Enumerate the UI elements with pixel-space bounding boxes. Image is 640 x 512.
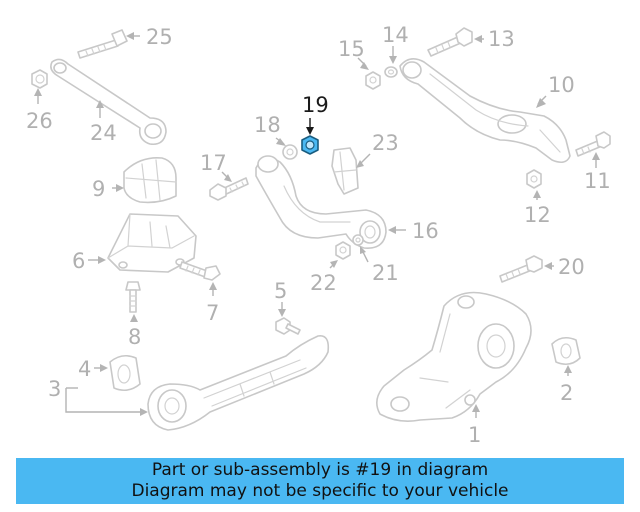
svg-text:25: 25 xyxy=(146,25,173,49)
part-4-bushing[interactable] xyxy=(109,354,141,392)
svg-text:24: 24 xyxy=(90,121,117,145)
callout-7: 7 xyxy=(206,282,219,325)
callout-4: 4 xyxy=(78,357,108,381)
svg-text:18: 18 xyxy=(254,113,281,137)
part-3-trailing-arm[interactable] xyxy=(147,335,330,431)
part-11-bolt[interactable] xyxy=(575,131,611,157)
svg-text:7: 7 xyxy=(206,301,219,325)
svg-text:20: 20 xyxy=(558,255,585,279)
notice-banner: Part or sub-assembly is #19 in diagram D… xyxy=(16,458,624,504)
part-14-washer[interactable] xyxy=(384,66,398,78)
part-23-bracket[interactable] xyxy=(331,147,359,195)
banner-line-disclaimer: Diagram may not be specific to your vehi… xyxy=(131,481,509,501)
svg-text:26: 26 xyxy=(26,109,53,133)
callout-16: 16 xyxy=(388,219,439,243)
part-10-control-arm[interactable] xyxy=(399,58,571,164)
part-7-bolt[interactable] xyxy=(179,261,221,281)
part-15-nut[interactable] xyxy=(365,71,381,90)
svg-text:16: 16 xyxy=(412,219,439,243)
callout-24: 24 xyxy=(90,100,117,145)
callout-21: 21 xyxy=(360,246,399,285)
callout-11: 11 xyxy=(584,152,611,193)
svg-text:21: 21 xyxy=(372,261,399,285)
part-8-bolt[interactable] xyxy=(125,281,141,313)
svg-text:10: 10 xyxy=(548,73,575,97)
banner-line-part: Part or sub-assembly is #19 in diagram xyxy=(151,460,489,480)
part-18-washer[interactable] xyxy=(282,144,298,160)
part-9-bushing-cover[interactable] xyxy=(123,156,177,204)
callout-23: 23 xyxy=(356,131,399,168)
parts-diagram: 25 24 26 9 6 xyxy=(26,23,611,447)
svg-text:11: 11 xyxy=(584,169,611,193)
svg-text:15: 15 xyxy=(338,37,365,61)
part-26-nut[interactable] xyxy=(31,69,48,89)
part-5-bolt[interactable] xyxy=(275,317,301,335)
part-22-nut[interactable] xyxy=(335,241,351,260)
svg-text:14: 14 xyxy=(382,23,409,47)
part-19-nut-highlighted[interactable] xyxy=(301,135,319,155)
callout-3: 3 xyxy=(48,377,148,416)
part-20-bolt[interactable] xyxy=(499,255,543,283)
svg-text:2: 2 xyxy=(560,381,573,405)
callout-19: 19 xyxy=(302,93,329,135)
svg-text:22: 22 xyxy=(310,271,337,295)
svg-text:8: 8 xyxy=(128,325,141,349)
callout-17: 17 xyxy=(200,151,232,182)
part-17-bolt[interactable] xyxy=(209,177,249,201)
part-2-bushing[interactable] xyxy=(551,336,581,366)
part-1-knuckle[interactable] xyxy=(376,291,532,422)
callout-2: 2 xyxy=(560,365,573,405)
svg-text:19: 19 xyxy=(302,93,329,117)
part-21-washer[interactable] xyxy=(352,234,364,246)
callout-5: 5 xyxy=(274,279,287,317)
callout-6: 6 xyxy=(72,249,106,273)
callout-26: 26 xyxy=(26,88,53,133)
callout-1: 1 xyxy=(468,404,481,447)
callout-15: 15 xyxy=(338,37,369,70)
part-13-bolt[interactable] xyxy=(427,27,473,57)
callout-10: 10 xyxy=(536,73,575,108)
part-25-bolt[interactable] xyxy=(77,29,128,59)
callout-13: 13 xyxy=(474,27,515,51)
callout-22: 22 xyxy=(310,260,338,295)
part-24-link-arm[interactable] xyxy=(50,58,167,146)
callout-14: 14 xyxy=(382,23,409,64)
callout-9: 9 xyxy=(92,177,124,201)
svg-text:17: 17 xyxy=(200,151,227,175)
part-12-nut[interactable] xyxy=(526,169,542,189)
svg-text:6: 6 xyxy=(72,249,85,273)
svg-text:9: 9 xyxy=(92,177,105,201)
callout-18: 18 xyxy=(254,113,286,146)
svg-text:3: 3 xyxy=(48,377,61,401)
svg-text:4: 4 xyxy=(78,357,91,381)
svg-text:5: 5 xyxy=(274,279,287,303)
callout-25: 25 xyxy=(126,25,173,49)
svg-text:13: 13 xyxy=(488,27,515,51)
svg-text:1: 1 xyxy=(468,423,481,447)
callout-8: 8 xyxy=(128,314,141,349)
svg-text:12: 12 xyxy=(524,203,551,227)
svg-text:23: 23 xyxy=(372,131,399,155)
callout-20: 20 xyxy=(544,255,585,279)
callout-12: 12 xyxy=(524,190,551,227)
part-16-control-arm[interactable] xyxy=(255,155,387,249)
part-1-washer[interactable] xyxy=(464,394,476,406)
